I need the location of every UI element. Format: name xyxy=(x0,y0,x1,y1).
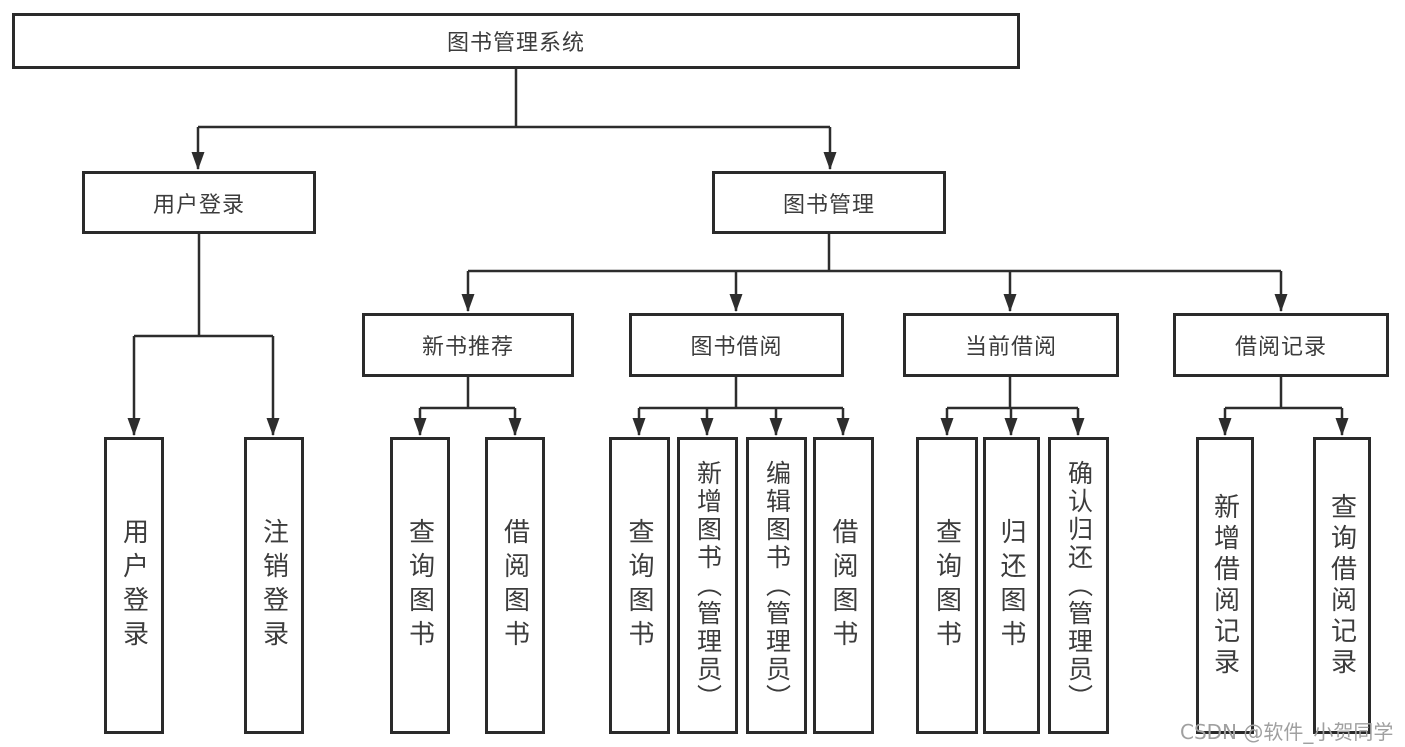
node-label: 用户登录 xyxy=(152,192,245,218)
node-br-query-record: 查询借阅记录 xyxy=(1313,437,1371,734)
node-cb-return-books: 归还图书 xyxy=(983,437,1040,734)
node-label: 用户登录 xyxy=(118,517,149,654)
node-label: 新增图书（管理员） xyxy=(693,459,723,712)
node-label: 当前借阅 xyxy=(964,335,1057,360)
node-new-book-recommend: 新书推荐 xyxy=(362,313,574,377)
node-label: 注销登录 xyxy=(258,517,289,654)
node-bb-borrow-books: 借阅图书 xyxy=(813,437,874,734)
node-label: 确认归还（管理员） xyxy=(1064,459,1094,712)
node-label: 借阅图书 xyxy=(499,517,530,654)
node-library-system: 图书管理系统 xyxy=(12,13,1020,69)
node-book-borrow: 图书借阅 xyxy=(629,313,844,377)
node-br-add-record: 新增借阅记录 xyxy=(1196,437,1254,734)
node-label: 借阅记录 xyxy=(1234,335,1327,360)
node-label: 查询图书 xyxy=(931,517,962,654)
node-borrow-records: 借阅记录 xyxy=(1173,313,1389,377)
node-label: 归还图书 xyxy=(996,517,1026,654)
node-rec-borrow-books: 借阅图书 xyxy=(485,437,545,734)
node-bb-query-books: 查询图书 xyxy=(609,437,670,734)
node-label: 新增借阅记录 xyxy=(1209,492,1240,679)
node-label: 图书管理 xyxy=(782,192,875,218)
node-user-login: 用户登录 xyxy=(82,171,316,234)
node-login: 用户登录 xyxy=(104,437,164,734)
node-cb-query-books: 查询图书 xyxy=(916,437,978,734)
node-rec-query-books: 查询图书 xyxy=(390,437,450,734)
node-label: 编辑图书（管理员） xyxy=(762,459,792,712)
node-label: 查询图书 xyxy=(404,517,435,654)
node-label: 新书推荐 xyxy=(421,335,514,360)
node-bb-add-books-admin: 新增图书（管理员） xyxy=(677,437,738,734)
node-label: 图书借阅 xyxy=(690,335,783,360)
node-label: 借阅图书 xyxy=(828,517,858,654)
csdn-watermark: CSDN @软件_小贺同学 xyxy=(1180,720,1394,744)
node-bb-edit-books-admin: 编辑图书（管理员） xyxy=(746,437,807,734)
node-label: 查询借阅记录 xyxy=(1326,492,1357,679)
node-cb-confirm-return-admin: 确认归还（管理员） xyxy=(1048,437,1109,734)
node-label: 查询图书 xyxy=(624,517,654,654)
node-book-management: 图书管理 xyxy=(712,171,946,234)
node-logout: 注销登录 xyxy=(244,437,304,734)
node-current-borrow: 当前借阅 xyxy=(903,313,1119,377)
node-label: 图书管理系统 xyxy=(446,31,585,56)
